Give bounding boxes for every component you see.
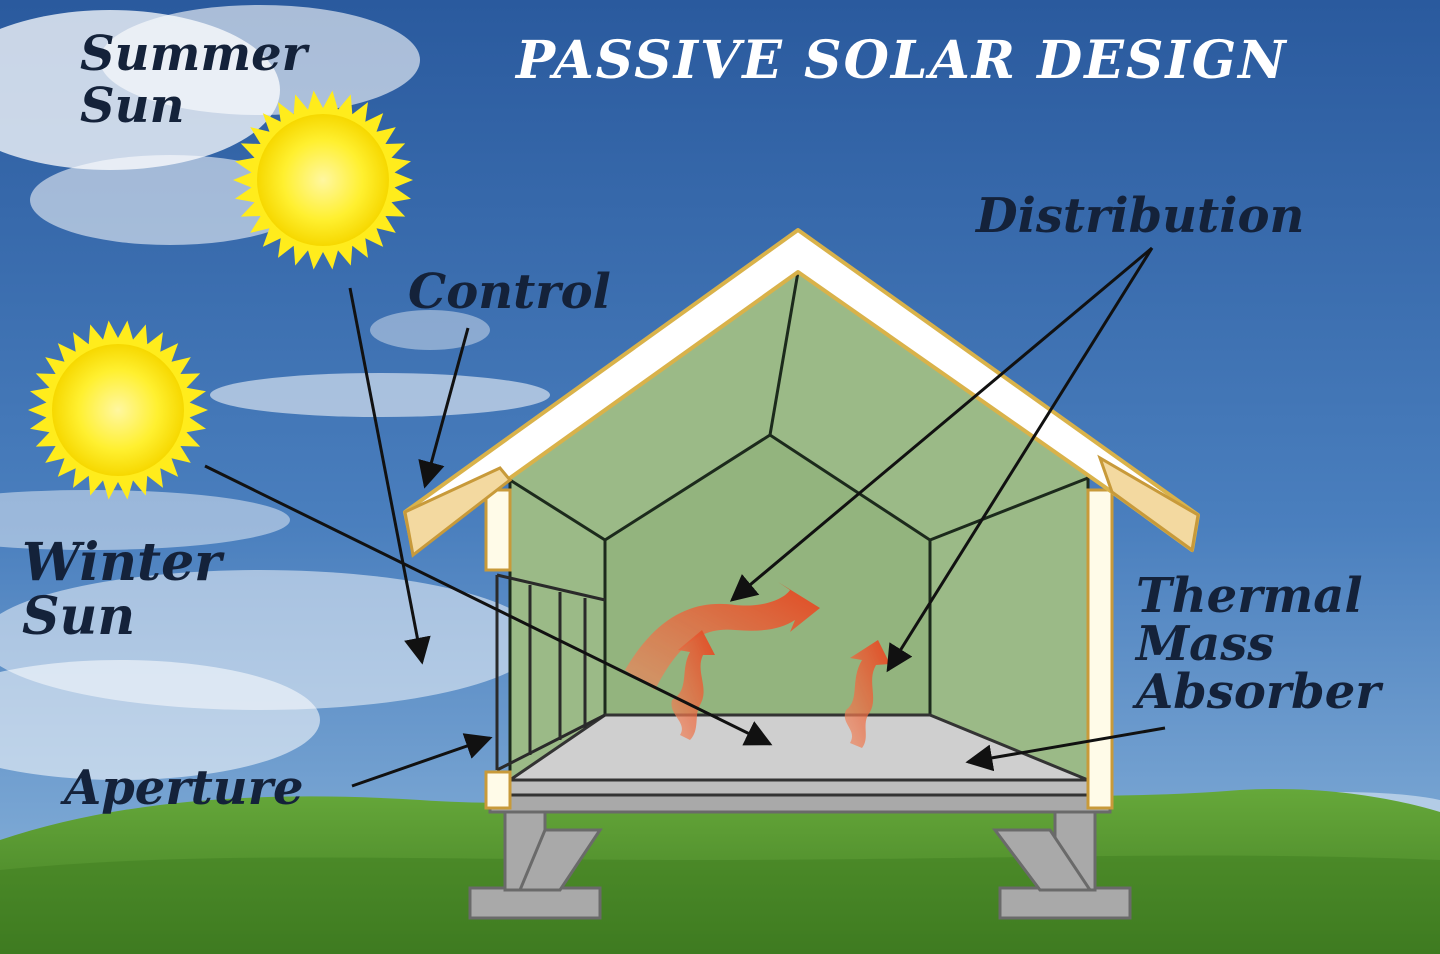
floor-edge bbox=[503, 778, 1097, 797]
summer-sun-icon bbox=[233, 90, 413, 270]
distribution-arrow-1 bbox=[729, 246, 1153, 602]
control-label: Control bbox=[408, 264, 611, 320]
summer-sun-ray-arrow bbox=[348, 287, 431, 665]
thermal-mass-arrow bbox=[965, 726, 1166, 772]
heat-flow-arrow-icon bbox=[625, 582, 890, 748]
aperture-arrow bbox=[351, 733, 493, 788]
roof-overhang-left bbox=[403, 466, 513, 558]
winter-sun-label-line2: Sun bbox=[22, 586, 135, 647]
clouds bbox=[0, 5, 1440, 828]
diagram-title: PASSIVE SOLAR DESIGN bbox=[514, 30, 1288, 91]
summer-sun-label-line2: Sun bbox=[80, 78, 184, 134]
winter-sun-icon bbox=[28, 320, 208, 500]
thermal-mass-label-line3: Absorber bbox=[1132, 664, 1384, 720]
thermal-mass-label-line2: Mass bbox=[1134, 616, 1274, 672]
wall-post-right bbox=[1086, 488, 1114, 810]
thermal-mass-label-line1: Thermal bbox=[1136, 568, 1363, 624]
winter-sun-ray-arrow bbox=[204, 464, 773, 746]
distribution-arrow-2 bbox=[886, 247, 1154, 673]
wall-post-left bbox=[484, 488, 512, 572]
distribution-label: Distribution bbox=[974, 188, 1304, 244]
pointer-arrows bbox=[204, 246, 1166, 788]
wall-post-left-low bbox=[484, 770, 512, 810]
winter-sun-label-line1: Winter bbox=[22, 532, 225, 593]
sun-disc bbox=[52, 344, 184, 476]
sun-disc bbox=[257, 114, 389, 246]
aperture-window bbox=[495, 573, 606, 772]
roof-overhang-right bbox=[1097, 454, 1200, 553]
summer-sun-label-line1: Summer bbox=[80, 26, 311, 82]
control-arrow bbox=[418, 327, 470, 489]
aperture-label: Aperture bbox=[60, 760, 304, 816]
